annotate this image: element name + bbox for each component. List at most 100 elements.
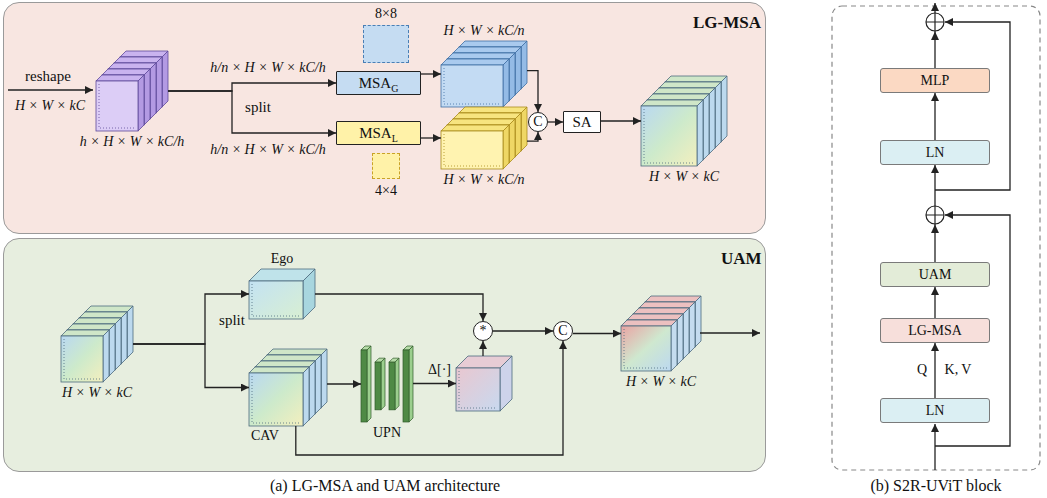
slab-side [509,119,515,163]
slab-top [665,76,727,82]
slab-side [309,361,315,420]
slab-side [515,113,521,157]
slab-guide [252,284,300,316]
slab-top [447,53,515,59]
slab-top [85,306,133,312]
label-holder: H × W × kC [62,385,132,401]
slab-top [639,302,695,308]
slab-guide [252,376,300,423]
slab-top [641,100,703,106]
slab-front [621,326,671,371]
node-label: MSA [359,75,392,92]
slab-side [715,82,721,148]
feature-slab [249,367,309,426]
layer-box: LN [880,140,990,165]
input-label: K, V [945,362,972,377]
slab-guide [444,68,500,104]
network-layer [361,346,371,422]
label-holder: UAM [881,263,989,286]
label-holder: C [529,113,547,131]
step-label: reshape [25,68,71,84]
slab-top [249,367,309,373]
label-holder: MLP [881,69,989,92]
label-holder: h × H × W × kC/h [80,134,185,150]
feature-stack: H × W × kC [641,76,727,166]
block-frame [832,6,1040,470]
node-label: H × W × kC [649,169,719,184]
slab-side [115,318,121,370]
stack-drawing [441,107,527,169]
slab-side [709,88,715,154]
node-label: H × W × kC/n [443,23,524,38]
label-row: MSAG [359,75,399,92]
slab-side [150,63,156,119]
stack-drawing [61,306,133,382]
input-arrow [934,424,935,470]
node-label: CAV [251,428,279,443]
label-holder: CAV [251,428,279,444]
slab-side [503,125,509,169]
module-panel: LG-MSAh × H × W × kC/h8×8MSAGMSAL4×4H × … [3,2,766,234]
figure-caption: (a) LG-MSA and UAM architecture [270,477,500,494]
slab-side [677,314,683,365]
slab-side [683,308,689,359]
figure-caption: (b) S2R-UViT block [870,477,1001,494]
node-label: UAM [919,267,952,283]
feature-slab [96,75,144,131]
stack-drawing [641,76,727,166]
slab-side [144,69,150,125]
feature-stack: H × W × kC/n [441,41,527,107]
layer-box: MLP [880,68,990,93]
slab-guide [99,84,135,128]
slab-top [453,113,521,119]
feature-slab [641,100,703,166]
slab-top [659,82,721,88]
label-holder: H × W × kC [15,98,85,114]
layout-shape [926,13,944,31]
stack-drawing [456,356,512,411]
node-label: SA [572,114,591,131]
label-row: MLP [921,73,950,89]
feature-stack: CAV [249,349,327,426]
slab-side [303,367,309,426]
network-drawing [361,346,413,422]
layout-shape [926,13,944,31]
label-holder: H × W × kC [649,169,719,185]
step-label: split [245,99,271,115]
label-holder: LN [881,141,989,164]
network-layer [389,358,399,410]
slab-side [109,324,115,376]
label-holder: reshape [25,68,71,85]
node-label: L [392,133,398,144]
slab-side [689,302,695,353]
slab-top [102,69,150,75]
slab-top [114,57,162,63]
label-row: LN [926,403,945,419]
slab-top [459,41,527,47]
feature-cube: Ego [249,269,315,319]
slab-side [500,356,512,411]
feature-slab [456,356,512,411]
window-square: 8×8 [363,25,409,63]
dimension-label: H × W × kC [15,98,85,113]
slab-front [96,81,138,131]
node-label: LG-MSA [908,323,962,339]
node-label: MLP [921,73,950,89]
slab-top [108,63,156,69]
attention-box: MSAL [336,121,421,145]
slab-side [697,100,703,166]
arrow-head [931,32,939,41]
label-holder: split [245,99,271,116]
window-square: 4×4 [372,153,400,179]
node-label: H × W × kC [62,385,132,400]
feature-slab [441,125,509,169]
layer-box: LG-MSA [880,318,990,343]
label-holder: H × W × kC [626,374,696,390]
label-holder: C [554,322,572,340]
slab-side [503,59,509,107]
slab-side [138,75,144,131]
label-holder: UAM [721,249,762,269]
upn-network: UPN [361,346,413,422]
stack-drawing [96,51,168,131]
slab-top [627,314,683,320]
